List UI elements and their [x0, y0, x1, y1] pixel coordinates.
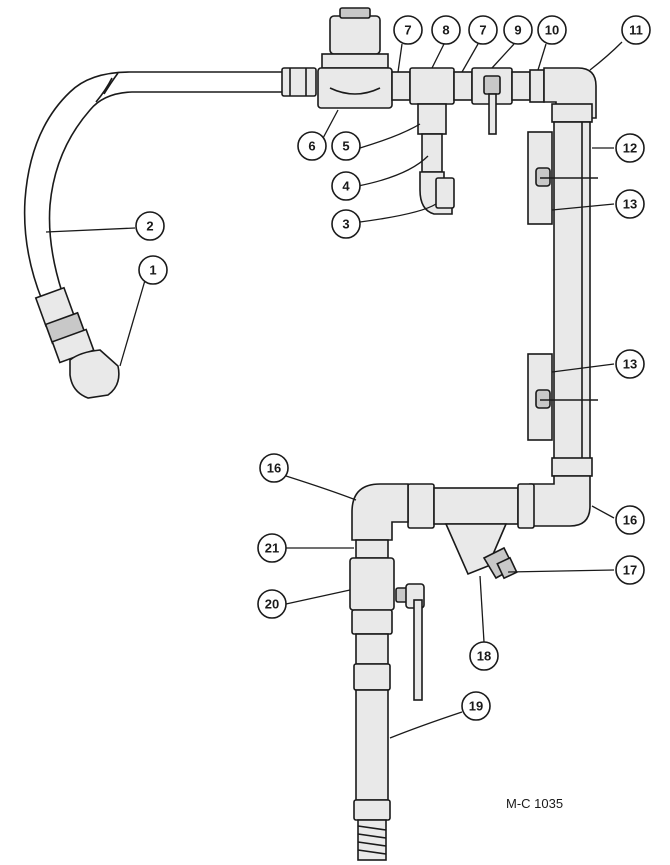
tee-branch — [417, 103, 455, 215]
callout-label: 11 — [629, 23, 643, 38]
callout-label: 20 — [265, 597, 279, 612]
callout-20: 20 — [257, 589, 287, 619]
callout-5: 5 — [331, 131, 361, 161]
callout-21: 21 — [257, 533, 287, 563]
flexible-hose — [23, 71, 282, 301]
ball-valve — [349, 557, 425, 701]
callout-11: 11 — [621, 15, 651, 45]
callout-7b: 7 — [468, 15, 498, 45]
callout-7: 7 — [393, 15, 423, 45]
callout-19: 19 — [461, 691, 491, 721]
callout-label: 19 — [469, 699, 483, 714]
callout-13-upper: 13 — [615, 189, 645, 219]
callout-label: 3 — [342, 217, 349, 232]
callout-label: 18 — [477, 649, 491, 664]
callout-16-left: 16 — [259, 453, 289, 483]
callout-label: 7 — [479, 23, 486, 38]
callout-3: 3 — [331, 209, 361, 239]
y-strainer — [407, 483, 535, 580]
top-pipe-run — [391, 67, 545, 135]
callout-6: 6 — [297, 131, 327, 161]
inlet-coupling — [281, 67, 317, 97]
hose-end-fitting — [34, 286, 120, 399]
callout-label: 13 — [623, 197, 637, 212]
callout-label: 8 — [442, 23, 449, 38]
top-right-elbow — [543, 67, 597, 123]
callout-4: 4 — [331, 171, 361, 201]
callout-label: 9 — [514, 23, 521, 38]
bottom-right-elbow — [529, 457, 593, 527]
solenoid-valve — [317, 7, 393, 109]
callout-label: 6 — [308, 139, 315, 154]
callout-label: 16 — [267, 461, 281, 476]
vertical-pipe — [553, 121, 591, 461]
callout-label: 13 — [623, 357, 637, 372]
callout-1: 1 — [138, 255, 168, 285]
pipe-clamp-lower — [527, 353, 598, 441]
callout-label: 17 — [623, 563, 637, 578]
callout-9: 9 — [503, 15, 533, 45]
callout-label: 21 — [265, 541, 279, 556]
close-nipple — [355, 539, 389, 559]
callout-17: 17 — [615, 555, 645, 585]
callout-label: 4 — [342, 179, 350, 194]
callout-label: 7 — [404, 23, 411, 38]
callout-10: 10 — [537, 15, 567, 45]
pipe-clamp-upper — [527, 131, 598, 225]
callout-label: 5 — [342, 139, 349, 154]
lower-pipe — [351, 609, 393, 861]
callout-label: 1 — [149, 263, 156, 278]
callout-8: 8 — [431, 15, 461, 45]
leader-lines — [45, 41, 623, 739]
callout-label: 16 — [623, 513, 637, 528]
bottom-left-elbow — [351, 483, 409, 541]
callout-2: 2 — [135, 211, 165, 241]
drawing-number: M-C 1035 — [506, 796, 563, 811]
callout-18: 18 — [469, 641, 499, 671]
callout-label: 12 — [623, 141, 637, 156]
callout-16-right: 16 — [615, 505, 645, 535]
callout-label: 2 — [146, 219, 153, 234]
callout-12: 12 — [615, 133, 645, 163]
callout-13-lower: 13 — [615, 349, 645, 379]
callout-label: 10 — [545, 23, 559, 38]
